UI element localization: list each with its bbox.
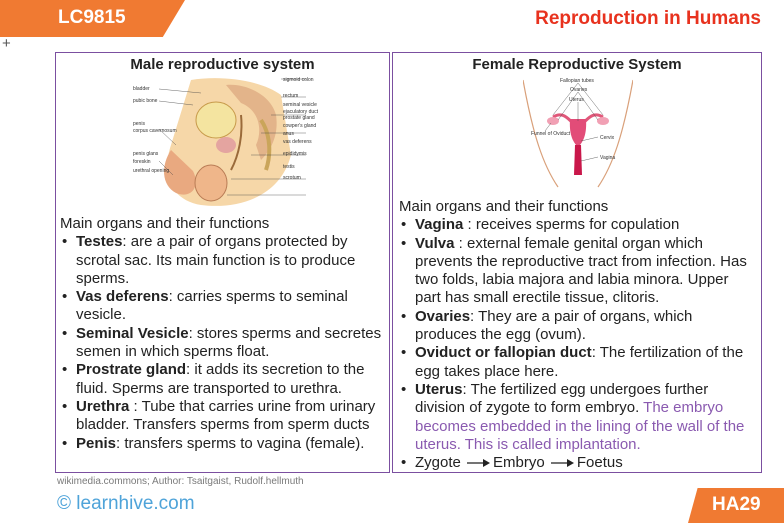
label-scrotum: scrotum: [283, 175, 301, 181]
organ-description: : are a pair of organs protected by scro…: [76, 233, 356, 287]
label-seminal-vesicle: seminal vesicle: [283, 102, 317, 108]
organ-description: : transfers sperms to vagina (female).: [116, 434, 365, 452]
female-panel: Female Reproductive System Fallopian tub…: [392, 52, 762, 473]
organ-description: : external female genital organ which pr…: [415, 234, 747, 307]
organ-description: : Tube that carries urine from urinary b…: [76, 397, 376, 434]
footer-code: HA29: [712, 494, 761, 515]
label-anus: anus: [283, 131, 294, 137]
list-item: Prostrate gland: it adds its secretion t…: [60, 361, 388, 398]
flow-zygote: Zygote: [415, 454, 461, 472]
flow-embryo: Embryo: [493, 454, 545, 472]
brand-link[interactable]: © learnhive.com: [57, 493, 195, 514]
label-prostate-gland: prostate gland: [283, 115, 315, 121]
list-item: Ovaries: They are a pair of organs, whic…: [399, 308, 757, 345]
label-penis-glans: penis glans: [133, 151, 159, 157]
label-funnel-of-oviduct: Funnel of Oviduct: [531, 131, 571, 137]
male-intro: Main organs and their functions: [60, 215, 270, 232]
organ-description: : it adds its secretion to the fluid. Sp…: [76, 361, 365, 397]
label-rectum: rectum: [283, 93, 298, 99]
organ-description: : The fertilization of the egg takes pla…: [415, 344, 744, 380]
organ-description: : receives sperms for copulation: [463, 216, 680, 234]
page-title: Reproduction in Humans: [535, 8, 761, 29]
label-ovaries: Ovaries: [570, 87, 588, 93]
organ-description: : stores sperms and secretes semen in wh…: [76, 324, 382, 361]
label-fallopian-tubes: Fallopian tubes: [560, 78, 594, 84]
label-pubic-bone: pubic bone: [133, 98, 158, 104]
organ-term: Ovaries: [415, 307, 471, 325]
label-uterus: Uterus: [569, 97, 584, 103]
list-item: Seminal Vesicle: stores sperms and secre…: [60, 325, 388, 362]
label-vas-deferens: vas deferens: [283, 139, 312, 145]
female-panel-title: Female Reproductive System: [472, 56, 682, 73]
development-flow: Zygote Embryo Foetus: [399, 454, 757, 473]
arrow-right-icon: [550, 459, 574, 468]
list-item: Vas deferens: carries sperms to seminal …: [60, 288, 388, 325]
list-item: Testes: are a pair of organs protected b…: [60, 233, 388, 288]
label-vagina: Vagina: [600, 155, 615, 161]
organ-term: Vas deferens: [76, 288, 169, 306]
organ-term: Penis: [76, 434, 117, 452]
male-anatomy-figure: bladder pubic bone penis corpus cavernos…: [131, 75, 331, 210]
female-organ-list: Vagina : receives sperms for copulation …: [399, 216, 757, 472]
organ-description: : They are a pair of organs, which produ…: [415, 307, 693, 344]
arrow-right-icon: [467, 459, 491, 468]
female-functions: Main organs and their functions Vagina :…: [399, 198, 757, 473]
organ-description: : The fertilized egg undergoes further d…: [415, 380, 709, 417]
label-testis: testis: [283, 164, 295, 170]
label-cowpers-gland: cowper's gland: [283, 123, 316, 129]
label-penis: penis: [133, 121, 145, 127]
label-epididymis: epididymis: [283, 151, 307, 157]
male-panel-title: Male reproductive system: [130, 56, 315, 73]
footer-code-tab: HA29: [688, 488, 784, 523]
label-urethral-opening: urethral opening: [133, 168, 169, 174]
label-sigmoid-colon: sigmoid colon: [283, 77, 314, 83]
list-item: Penis: transfers sperms to vagina (femal…: [60, 434, 388, 454]
list-item: Oviduct or fallopian duct: The fertiliza…: [399, 344, 757, 381]
organ-term: Testes: [76, 233, 123, 251]
organ-description: : carries sperms to seminal vesicle.: [76, 288, 348, 324]
list-item: Uterus: The fertilized egg undergoes fur…: [399, 381, 757, 454]
image-credit: wikimedia.commons; Author: Tsaitgaist, R…: [57, 476, 304, 487]
lesson-code-tab: LC9815: [0, 0, 185, 37]
flow-foetus: Foetus: [576, 454, 623, 472]
organ-term: Urethra: [76, 397, 130, 415]
female-intro: Main organs and their functions: [399, 198, 609, 215]
label-cervix: Cervix: [600, 135, 615, 141]
female-anatomy-figure: Fallopian tubes Ovaries Uterus Funnel of…: [523, 78, 633, 188]
lesson-code: LC9815: [58, 7, 126, 28]
male-organ-list: Testes: are a pair of organs protected b…: [60, 233, 388, 453]
organ-term: Vulva: [415, 234, 455, 252]
plus-icon: +: [2, 35, 11, 52]
male-functions: Main organs and their functions Testes: …: [60, 215, 388, 453]
list-item: Vulva : external female genital organ wh…: [399, 235, 757, 308]
organ-term: Oviduct or fallopian duct: [415, 344, 592, 362]
label-ejaculatory-duct: ejaculatory duct: [283, 109, 319, 115]
organ-term: Vagina: [415, 216, 464, 234]
organ-term: Uterus: [415, 380, 463, 398]
organ-term: Seminal Vesicle: [76, 324, 189, 342]
implantation-highlight: The embryo becomes embedded in the linin…: [415, 399, 745, 453]
organ-term: Prostrate gland: [76, 361, 187, 379]
label-corpus-cavernosum: corpus cavernosum: [133, 128, 177, 134]
list-item: Vagina : receives sperms for copulation: [399, 216, 757, 235]
label-bladder: bladder: [133, 86, 150, 92]
list-item: Urethra : Tube that carries urine from u…: [60, 398, 388, 435]
label-foreskin: foreskin: [133, 159, 151, 165]
male-panel: Male reproductive system bladder pubic b…: [55, 52, 390, 473]
